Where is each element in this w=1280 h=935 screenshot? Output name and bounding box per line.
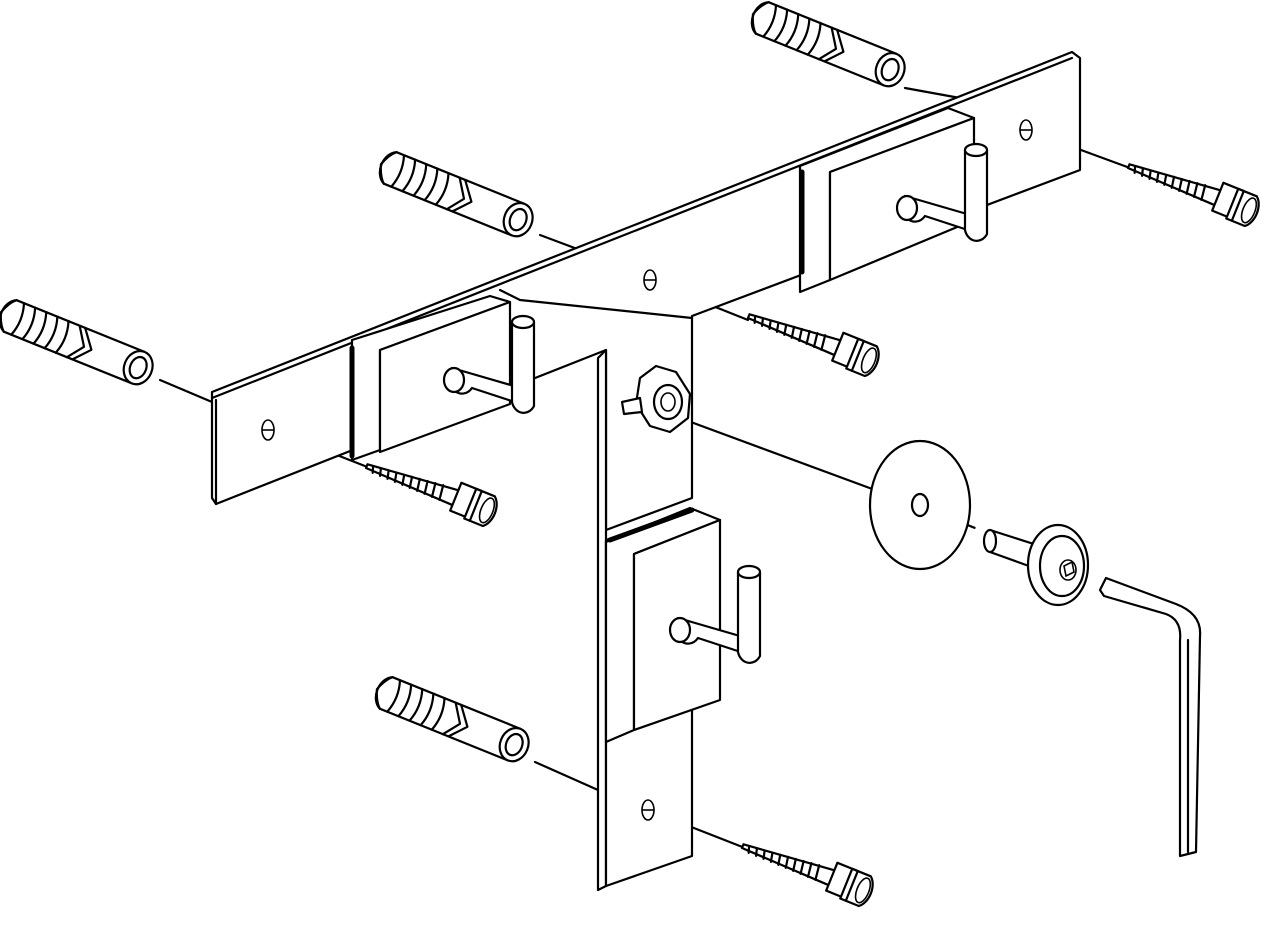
- hex-screw-right: [1123, 146, 1264, 230]
- hex-screw-left: [361, 446, 502, 530]
- socket-bolt: [982, 523, 1090, 607]
- screw-hole-center: [643, 269, 657, 291]
- hex-screw-bottom: [737, 826, 878, 910]
- wing-nut: [620, 364, 692, 434]
- washer: [868, 439, 972, 571]
- wall-plug-upper-left: [373, 147, 539, 242]
- allen-key: [1098, 576, 1202, 858]
- wall-plug-bottom: [369, 672, 535, 767]
- screw-hole-right: [1019, 119, 1033, 141]
- screw-hole-bottom: [641, 799, 655, 821]
- screw-hole-left: [261, 419, 275, 441]
- wall-plug-top: [745, 0, 911, 92]
- hex-screw-center: [743, 296, 884, 380]
- wall-plug-left: [0, 295, 159, 390]
